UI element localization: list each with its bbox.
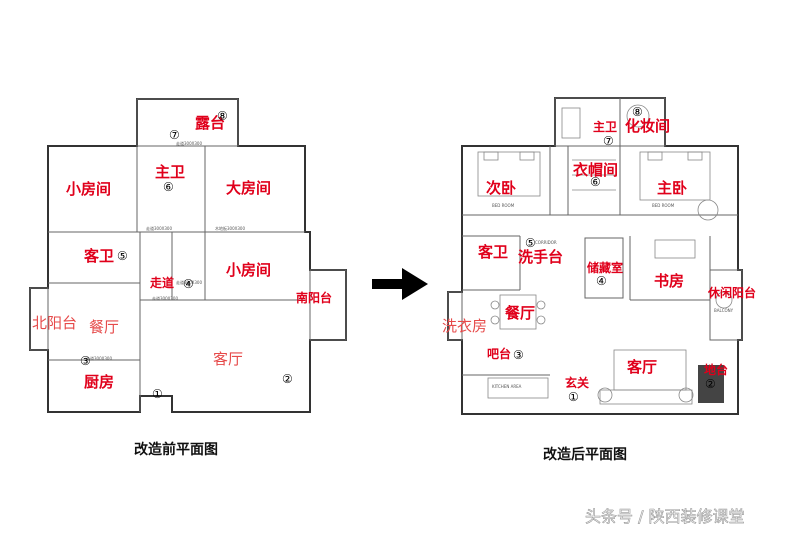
after-plan: KITCHEN AREA BALCONY BED ROOM BED ROOM C… bbox=[442, 97, 756, 463]
transform-arrow-icon bbox=[372, 268, 428, 300]
after-marker-2: ② bbox=[705, 377, 716, 391]
before-master-bath-label: 主卫 bbox=[155, 163, 185, 181]
before-corridor-label: 走道 bbox=[150, 275, 174, 290]
before-marker-1: ① bbox=[152, 387, 163, 401]
before-marker-4: ④ bbox=[183, 277, 194, 291]
after-marker-7: ⑦ bbox=[603, 134, 614, 148]
after-storage-label: 储藏室 bbox=[587, 260, 623, 275]
before-south-balcony-label: 南阳台 bbox=[296, 290, 332, 305]
before-guest-bath-label: 客卫 bbox=[83, 247, 114, 265]
before-marker-3: ③ bbox=[80, 354, 91, 368]
svg-text:BED ROOM: BED ROOM bbox=[492, 203, 515, 208]
after-walk-in-label: 衣帽间 bbox=[573, 161, 618, 179]
svg-text:走道300X300: 走道300X300 bbox=[152, 295, 178, 301]
before-marker-5: ⑤ bbox=[117, 249, 128, 263]
after-bar-label: 吧台 bbox=[487, 346, 511, 361]
svg-text:CORRIDOR: CORRIDOR bbox=[535, 240, 557, 245]
before-marker-8: ⑧ bbox=[217, 109, 228, 123]
before-kitchen-label: 厨房 bbox=[84, 373, 114, 391]
after-foyer-label: 玄关 bbox=[565, 375, 589, 390]
after-caption: 改造后平面图 bbox=[543, 446, 627, 463]
after-bath-label: 主卫 bbox=[593, 119, 617, 134]
after-entry-pit-label: 地台 bbox=[704, 362, 728, 377]
watermark-text: 头条号 / 陕西装修课堂 bbox=[585, 507, 745, 526]
after-second-bed-label: 次卧 bbox=[486, 179, 516, 197]
before-small-room-2-label: 小房间 bbox=[226, 261, 271, 279]
after-dining-label: 餐厅 bbox=[505, 304, 535, 322]
after-wash-basin-label: 洗手台 bbox=[518, 248, 563, 266]
before-north-balcony-label: 北阳台 bbox=[32, 314, 77, 332]
after-guest-bath-label: 客卫 bbox=[477, 243, 508, 261]
svg-text:木地板300X300: 木地板300X300 bbox=[215, 225, 245, 231]
before-large-room-label: 大房间 bbox=[226, 179, 271, 197]
svg-text:走道300X300: 走道300X300 bbox=[176, 279, 202, 285]
before-marker-2: ② bbox=[282, 372, 293, 386]
before-caption: 改造前平面图 bbox=[134, 441, 218, 458]
svg-text:走道300X300: 走道300X300 bbox=[86, 355, 112, 361]
before-plan: 走道300X300 走道300X300 木地板300X300 走道300X300… bbox=[29, 98, 347, 458]
after-marker-6: ⑥ bbox=[590, 175, 601, 189]
after-laundry-label: 洗衣房 bbox=[442, 317, 487, 335]
after-vanity-label: 化妆间 bbox=[625, 117, 670, 135]
before-small-room-1-label: 小房间 bbox=[66, 180, 111, 198]
before-dining-label: 餐厅 bbox=[89, 318, 119, 336]
after-master-bed-label: 主卧 bbox=[657, 179, 687, 197]
svg-text:走道300X300: 走道300X300 bbox=[146, 225, 172, 231]
svg-text:走道300X300: 走道300X300 bbox=[176, 140, 202, 146]
after-marker-4: ④ bbox=[596, 274, 607, 288]
svg-text:BED ROOM: BED ROOM bbox=[652, 203, 675, 208]
before-marker-7: ⑦ bbox=[169, 128, 180, 142]
after-marker-3: ③ bbox=[513, 348, 524, 362]
after-study-label: 书房 bbox=[654, 272, 684, 290]
before-marker-6: ⑥ bbox=[163, 180, 174, 194]
after-marker-1: ① bbox=[568, 390, 579, 404]
after-marker-5: ⑤ bbox=[525, 236, 536, 250]
svg-text:BALCONY: BALCONY bbox=[714, 308, 734, 313]
watermark: 头条号 / 陕西装修课堂 bbox=[585, 507, 745, 527]
svg-text:KITCHEN AREA: KITCHEN AREA bbox=[492, 384, 522, 389]
after-living-label: 客厅 bbox=[626, 358, 657, 376]
after-marker-8: ⑧ bbox=[632, 105, 643, 119]
before-terrace-label: 露台 bbox=[195, 114, 225, 132]
after-leisure-balcony-label: 休闲阳台 bbox=[707, 285, 756, 300]
before-living-label: 客厅 bbox=[213, 350, 243, 368]
